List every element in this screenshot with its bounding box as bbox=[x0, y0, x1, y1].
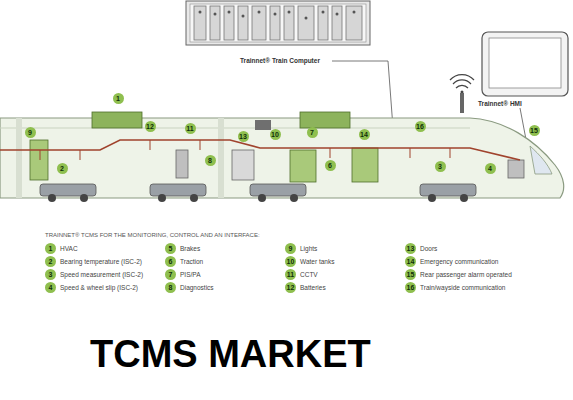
legend-text: Brakes bbox=[180, 244, 200, 253]
legend-text: Batteries bbox=[300, 283, 326, 292]
legend-text: CCTV bbox=[300, 270, 318, 279]
callout-number: 10 bbox=[285, 256, 296, 267]
component-caption: Trainnet® HMI bbox=[478, 99, 522, 108]
callout-number: 15 bbox=[405, 269, 416, 280]
callout-number: 14 bbox=[359, 129, 370, 140]
callout-number: 13 bbox=[238, 131, 249, 142]
callout-number: 11 bbox=[285, 269, 296, 280]
callout-number: 14 bbox=[405, 256, 416, 267]
title: TCMS MARKET bbox=[90, 332, 371, 376]
callout-number: 10 bbox=[270, 129, 281, 140]
callout-number: 6 bbox=[165, 256, 176, 267]
callout-number: 1 bbox=[45, 243, 56, 254]
legend-text: PIS/PA bbox=[180, 270, 200, 279]
callout-number: 9 bbox=[25, 127, 36, 138]
legend-text: Doors bbox=[420, 244, 437, 253]
legend-text: Traction bbox=[180, 257, 203, 266]
callout-number: 16 bbox=[415, 121, 426, 132]
legend-text: Emergency communication bbox=[420, 257, 498, 266]
callout-number: 3 bbox=[435, 161, 446, 172]
callout-number: 8 bbox=[165, 282, 176, 293]
callout-number: 5 bbox=[165, 243, 176, 254]
legend-text: Speed & wheel slip (ISC-2) bbox=[60, 283, 138, 292]
callout-number: 16 bbox=[405, 282, 416, 293]
callout-number: 6 bbox=[325, 160, 336, 171]
legend-text: Water tanks bbox=[300, 257, 334, 266]
callout-number: 12 bbox=[145, 121, 156, 132]
callout-number: 12 bbox=[285, 282, 296, 293]
callout-number: 4 bbox=[45, 282, 56, 293]
legend-text: Bearing temperature (ISC-2) bbox=[60, 257, 142, 266]
callout-number: 1 bbox=[113, 93, 124, 104]
legend-text: Diagnostics bbox=[180, 283, 214, 292]
callout-number: 8 bbox=[205, 155, 216, 166]
legend-heading: TRAINNET® TCMS FOR THE MONITORING, CONTR… bbox=[45, 231, 260, 239]
callout-number: 15 bbox=[529, 125, 540, 136]
callout-number: 7 bbox=[165, 269, 176, 280]
legend-text: Speed measurement (ISC-2) bbox=[60, 270, 143, 279]
callout-number: 9 bbox=[285, 243, 296, 254]
component-caption: Trainnet® Train Computer bbox=[240, 56, 320, 65]
legend-text: HVAC bbox=[60, 244, 78, 253]
legend-text: Lights bbox=[300, 244, 317, 253]
callout-number: 2 bbox=[57, 163, 68, 174]
callout-number: 2 bbox=[45, 256, 56, 267]
callout-number: 4 bbox=[485, 163, 496, 174]
legend-text: Train/wayside communication bbox=[420, 283, 505, 292]
callout-number: 11 bbox=[185, 123, 196, 134]
legend-text: Rear passenger alarm operated bbox=[420, 270, 512, 279]
callout-number: 7 bbox=[307, 127, 318, 138]
callout-number: 13 bbox=[405, 243, 416, 254]
callout-number: 3 bbox=[45, 269, 56, 280]
